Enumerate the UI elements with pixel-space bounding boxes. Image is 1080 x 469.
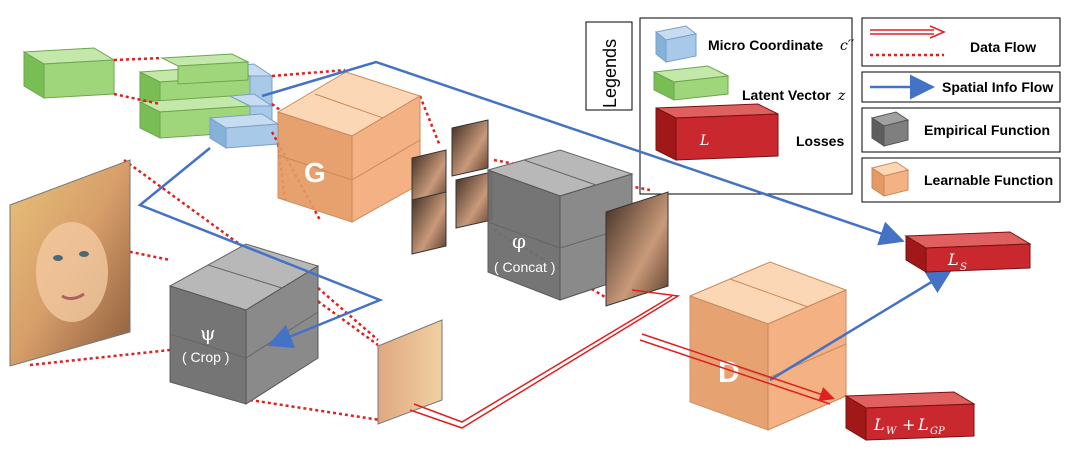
legend-learnable-label: Learnable Function [924, 172, 1053, 188]
legend-latent-label: Latent Vector [742, 87, 831, 103]
generator-label: G [304, 157, 326, 188]
generated-patches [411, 119, 493, 255]
spatial-loss-subscript: S [960, 262, 967, 273]
spatial-info-flow-lines [137, 60, 953, 382]
legend-data-flow-icon [870, 25, 946, 57]
cropped-real-patch-image [377, 319, 443, 425]
legend-latent-symbol: z [837, 88, 846, 104]
legend-empirical-cube-icon [870, 111, 910, 147]
generated-full-image [605, 191, 669, 307]
legend-learnable-cube-icon [870, 161, 910, 197]
patch-bottom-left-image [411, 191, 447, 255]
legend-data-flow-label: Data Flow [970, 39, 1036, 55]
concat-symbol: φ [512, 229, 526, 253]
adv-loss-sub2: GP [930, 426, 945, 437]
data-flow-double-lines [409, 289, 835, 429]
legend-loss-symbol: L [699, 133, 709, 149]
legend-micro-label: Micro Coordinate [708, 37, 823, 53]
spatial-loss-block: L S [904, 231, 1032, 273]
legend-data-flow-box [861, 17, 1061, 67]
discriminator-label: D [718, 356, 740, 389]
legend-empirical-label: Empirical Function [924, 122, 1050, 138]
legend-loss-icon [655, 103, 779, 161]
discriminator-block: D [688, 261, 848, 431]
adv-loss-l2: L [917, 415, 929, 434]
adv-loss-sub1: W [886, 426, 897, 437]
legend-title-box [585, 21, 633, 111]
concat-block: φ ( Concat ) [486, 149, 634, 301]
legend-title: Legends [600, 39, 620, 108]
legend-micro-cube-icon [654, 25, 698, 64]
concat-text: ( Concat ) [494, 259, 555, 275]
generator-block: G [276, 71, 422, 223]
legend-latent-icon [652, 65, 730, 101]
spatial-loss-main: L [947, 250, 959, 269]
legend-loss-label: Losses [796, 133, 844, 149]
patch-top-right-image [451, 119, 489, 177]
adv-loss-l1: L [873, 415, 885, 434]
real-face-image [9, 159, 131, 367]
crop-symbol: ψ [200, 321, 216, 345]
legend-spatial-flow-label: Spatial Info Flow [942, 79, 1053, 95]
legend-micro-symbol: c′′ [840, 38, 855, 54]
legend: Legends Micro Coordinate c′′ Latent Vect… [585, 17, 1061, 203]
patch-bottom-right-image [455, 171, 493, 229]
adversarial-loss-block: L W + L GP [844, 391, 976, 441]
latent-micro-stack [138, 53, 280, 149]
crop-text: ( Crop ) [182, 349, 229, 365]
latent-vector-input [22, 47, 116, 99]
legend-spatial-flow-box [861, 71, 1061, 103]
adv-loss-plus: + [902, 415, 915, 434]
